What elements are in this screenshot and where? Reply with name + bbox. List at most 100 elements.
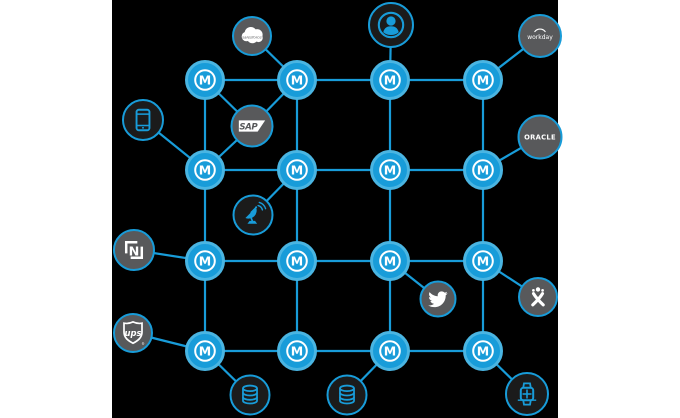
mule-node-m14: M xyxy=(463,60,503,100)
endpoint-database-1 xyxy=(229,374,271,416)
ups-shield-shape xyxy=(123,320,143,345)
user-icon xyxy=(377,11,405,39)
workday-icon: workday xyxy=(527,28,553,41)
avatar-ring xyxy=(377,11,405,39)
mulesoft-logo-ring xyxy=(472,340,494,362)
mule-node-m21: M xyxy=(185,150,225,190)
mulesoft-logo-ring xyxy=(194,340,216,362)
mulesoft-logo-letter: M xyxy=(477,163,489,178)
mulesoft-logo-icon: M xyxy=(472,250,494,272)
mulesoft-logo-letter: M xyxy=(199,163,211,178)
mule-node-m23: M xyxy=(370,150,410,190)
oracle-icon: ORACLE xyxy=(524,133,556,141)
iot-device-shape xyxy=(517,382,537,406)
community-icon xyxy=(531,287,545,307)
mule-node-m34: M xyxy=(463,241,503,281)
endpoint-satellite xyxy=(232,194,274,236)
mulesoft-logo-letter: M xyxy=(384,163,396,178)
mulesoft-logo-ring xyxy=(194,159,216,181)
mulesoft-logo-letter: M xyxy=(291,344,303,359)
twitter-icon xyxy=(428,291,448,308)
mulesoft-logo-icon: M xyxy=(379,69,401,91)
workday-arc xyxy=(534,28,546,33)
mulesoft-logo-icon: M xyxy=(194,340,216,362)
mulesoft-logo-letter: M xyxy=(384,73,396,88)
mule-node-m31: M xyxy=(185,241,225,281)
database-icon xyxy=(242,384,258,405)
mulesoft-logo-letter: M xyxy=(477,254,489,269)
mulesoft-logo-icon: M xyxy=(379,159,401,181)
mule-node-m22: M xyxy=(277,150,317,190)
twitter-bird-shape xyxy=(428,291,448,308)
mulesoft-logo-letter: M xyxy=(477,344,489,359)
mulesoft-logo-ring xyxy=(379,250,401,272)
mule-node-m11: M xyxy=(185,60,225,100)
endpoint-twitter xyxy=(419,280,457,318)
mulesoft-logo-icon: M xyxy=(286,159,308,181)
endpoint-community xyxy=(518,277,558,317)
mulesoft-logo-ring xyxy=(472,159,494,181)
mulesoft-logo-ring xyxy=(286,159,308,181)
mulesoft-logo-ring xyxy=(379,340,401,362)
mulesoft-logo-ring xyxy=(194,69,216,91)
endpoint-workday: workday xyxy=(518,14,562,58)
netsuite-frame-top xyxy=(124,240,138,254)
endpoint-iot-device xyxy=(505,372,549,416)
mulesoft-logo-ring xyxy=(194,250,216,272)
workday-label: workday xyxy=(527,34,553,41)
mulesoft-logo-ring xyxy=(379,69,401,91)
endpoint-phone xyxy=(122,99,164,141)
mulesoft-logo-ring xyxy=(472,69,494,91)
mulesoft-logo-letter: M xyxy=(291,73,303,88)
mulesoft-logo-letter: M xyxy=(199,73,211,88)
netsuite-icon: N xyxy=(124,240,144,260)
mulesoft-logo-ring xyxy=(379,159,401,181)
sap-icon: SAP xyxy=(238,120,266,133)
smartwatch-icon xyxy=(517,382,537,406)
avatar-shoulders xyxy=(383,26,399,36)
mulesoft-logo-icon: M xyxy=(286,340,308,362)
salesforce-label: salesforce xyxy=(242,34,262,39)
mule-node-m43: M xyxy=(370,331,410,371)
mulesoft-logo-letter: M xyxy=(291,163,303,178)
mulesoft-logo-letter: M xyxy=(199,254,211,269)
mulesoft-logo-icon: M xyxy=(379,250,401,272)
mule-node-m24: M xyxy=(463,150,503,190)
mule-node-m42: M xyxy=(277,331,317,371)
mulesoft-logo-ring xyxy=(472,250,494,272)
mulesoft-logo-ring xyxy=(286,340,308,362)
mulesoft-logo-letter: M xyxy=(291,254,303,269)
endpoint-ups: ups ® xyxy=(113,313,153,353)
endpoint-oracle: ORACLE xyxy=(517,114,563,160)
mule-node-m33: M xyxy=(370,241,410,281)
satellite-dish-icon xyxy=(245,201,267,224)
netsuite-label: N xyxy=(129,244,140,259)
netsuite-frame-bottom xyxy=(130,246,144,260)
mulesoft-logo-letter: M xyxy=(384,344,396,359)
mule-node-m41: M xyxy=(185,331,225,371)
mulesoft-logo-icon: M xyxy=(472,159,494,181)
mulesoft-logo-icon: M xyxy=(286,250,308,272)
mulesoft-logo-letter: M xyxy=(199,344,211,359)
oracle-label: ORACLE xyxy=(524,133,556,141)
sap-shape xyxy=(238,120,266,132)
mulesoft-logo-ring xyxy=(286,250,308,272)
endpoint-netsuite: N xyxy=(113,229,155,271)
endpoint-salesforce: salesforce xyxy=(232,16,272,56)
mulesoft-logo-letter: M xyxy=(384,254,396,269)
mule-node-m13: M xyxy=(370,60,410,100)
mulesoft-logo-letter: M xyxy=(477,73,489,88)
mulesoft-logo-icon: M xyxy=(194,250,216,272)
satellite-dish-shape xyxy=(245,201,267,224)
database-cylinder-shape xyxy=(242,384,258,405)
ups-label: ups xyxy=(124,328,141,338)
sap-label: SAP xyxy=(239,123,258,133)
database-icon xyxy=(339,384,355,405)
ups-registered-mark: ® xyxy=(142,342,145,346)
salesforce-icon: salesforce xyxy=(241,27,263,44)
endpoint-user xyxy=(368,2,414,48)
mule-node-m12: M xyxy=(277,60,317,100)
community-figure-shape xyxy=(531,287,545,307)
mulesoft-logo-icon: M xyxy=(472,340,494,362)
